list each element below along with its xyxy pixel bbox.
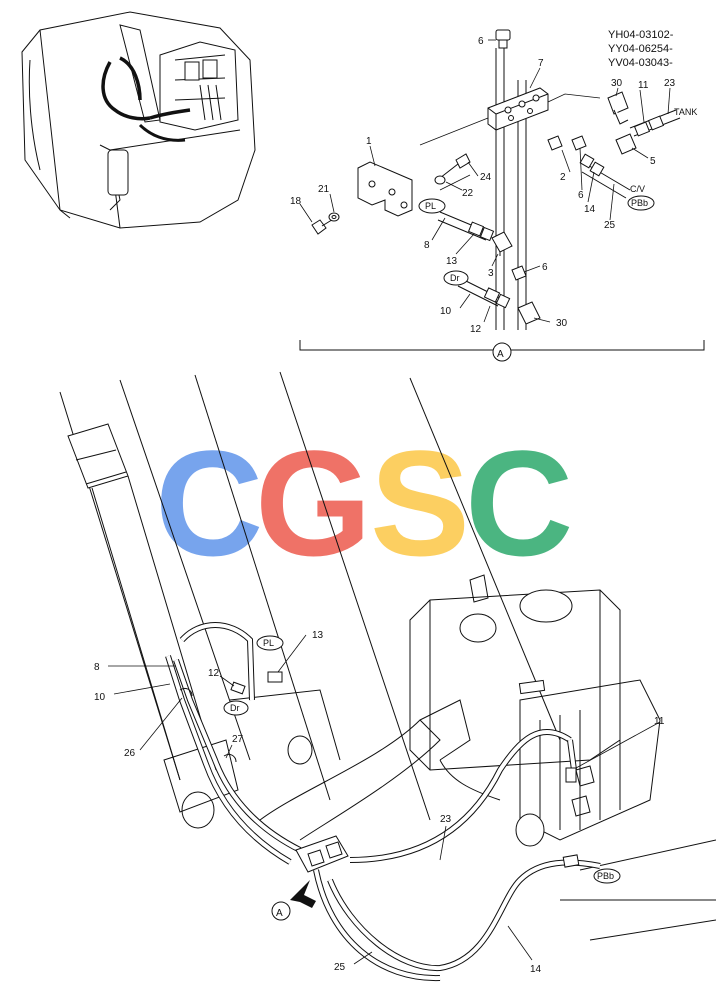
watermark: C G S C [155,419,573,587]
callout-22: 22 [462,188,474,199]
callout-6-mid: 6 [542,262,548,273]
callout-3: 3 [488,268,494,279]
main-illustration: A 8 10 26 27 12 13 23 25 14 11 PL Dr [59,371,716,982]
elbow-30-top [607,91,629,115]
main-callout-12: 12 [208,668,220,679]
tag-pl: PL [425,201,436,211]
detail-view-marker [492,342,512,362]
locator-thumbnail [21,11,256,229]
main-callout-27: 27 [232,734,244,745]
callout-30-bottom: 30 [556,318,568,329]
callout-10: 10 [440,306,452,317]
serial-3: YV04-03043- [608,57,673,69]
main-view-marker [271,901,291,921]
callout-7: 7 [538,58,544,69]
callout-25: 25 [604,220,616,231]
callout-24: 24 [480,172,492,183]
main-tag-pbb: PBb [597,871,614,881]
main-callout-26: 26 [124,748,136,759]
tag-pbb-oval [627,195,655,211]
main-callout-10: 10 [94,692,106,703]
tag-dr: Dr [450,273,460,283]
callout-5: 5 [650,156,656,167]
tag-pl-oval [418,198,446,214]
main-callout-25: 25 [334,962,346,973]
callout-23: 23 [664,78,676,89]
main-tag-pbb-oval [593,868,621,884]
watermark-letter-4: C [465,419,573,587]
callout-2: 2 [560,172,566,183]
main-tag-dr-oval [223,700,249,716]
view-arrow [290,880,316,908]
serial-block: YH04-03102- YY04-06254- YV04-03043- [608,29,674,69]
callout-11: 11 [638,80,649,91]
detail-view-a: A [290,29,705,362]
main-callout-8: 8 [94,662,100,673]
main-tag-pl-oval [256,635,284,651]
serial-1: YH04-03102- [608,29,674,41]
main-callout-11: 11 [654,716,665,727]
callout-6-top: 6 [478,36,484,47]
main-callout-13: 13 [312,630,324,641]
watermark-letter-1: C [155,419,263,587]
callout-30-top: 30 [611,78,623,89]
main-tag-pl: PL [263,638,274,648]
callout-18: 18 [290,196,302,207]
serial-2: YY04-06254- [608,43,673,55]
tag-cv: C/V [630,184,645,194]
watermark-letter-2: G [255,419,372,587]
callout-8: 8 [424,240,430,251]
callout-21: 21 [318,184,330,195]
tag-tank: TANK [674,107,697,117]
main-callout-23: 23 [440,814,452,825]
main-view-label: A [276,908,283,919]
watermark-letter-3: S [370,419,470,587]
callout-14: 14 [584,204,596,215]
callout-13: 13 [446,256,458,267]
plate-1 [357,161,413,217]
tag-pbb: PBb [631,198,648,208]
callout-12: 12 [470,324,482,335]
main-tag-dr: Dr [230,703,240,713]
tag-dr-oval [443,270,469,286]
callout-6-right: 6 [578,190,584,201]
detail-view-label: A [497,349,504,360]
callout-1: 1 [366,136,372,147]
main-callout-14: 14 [530,964,542,975]
